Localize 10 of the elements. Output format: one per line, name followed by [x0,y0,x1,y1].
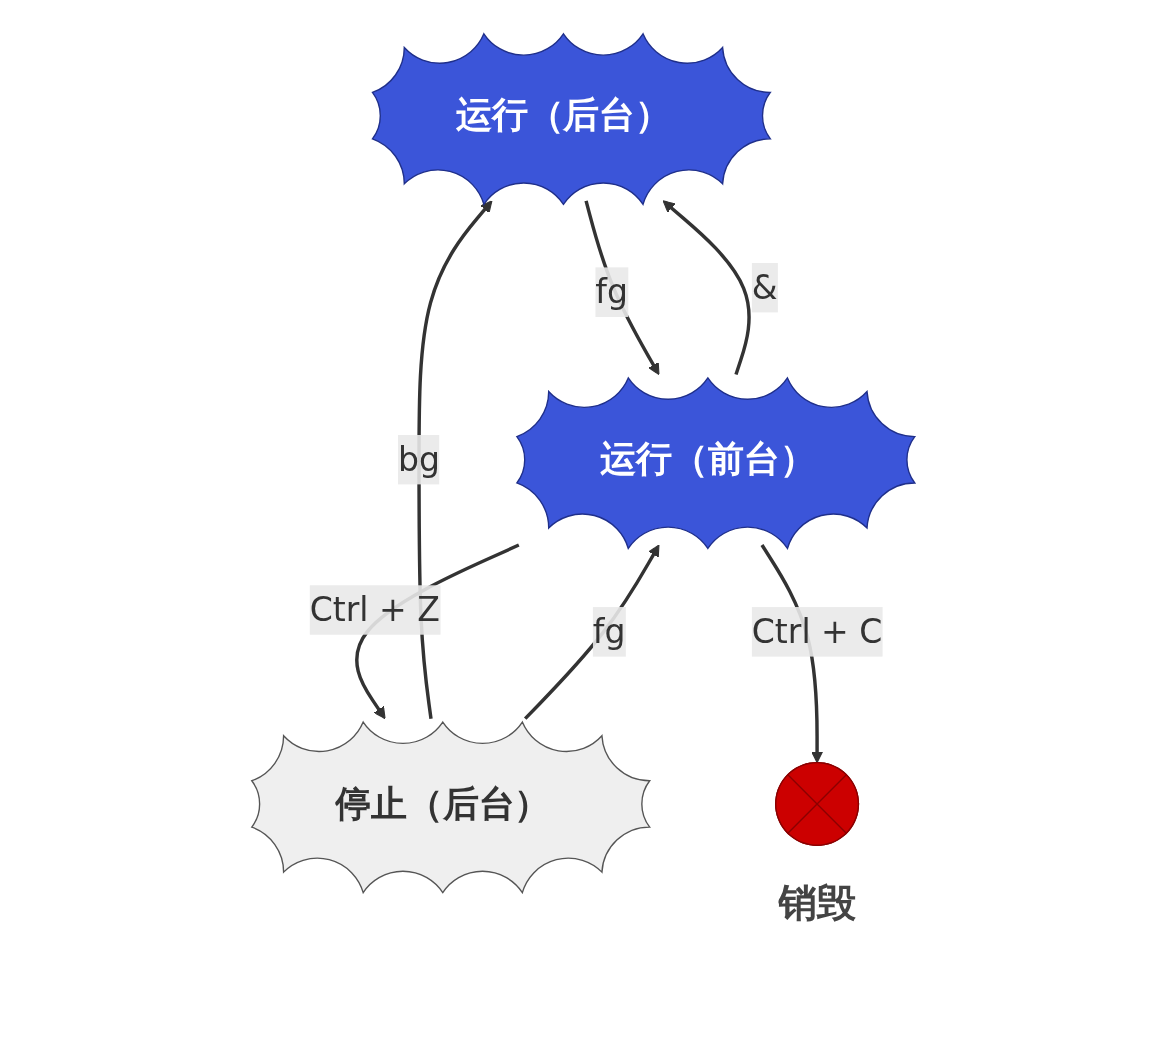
edge-label: Ctrl + Z [309,590,441,630]
arrow [524,544,660,720]
edge-label: & [751,268,778,307]
edge-label: fg [593,612,626,652]
edge-label: fg [595,272,629,312]
node-label: 销毁 [778,879,856,926]
arrow [584,200,660,376]
edge-label: bg [398,440,441,480]
arrow [662,200,751,376]
edge-label: Ctrl + C [751,612,883,652]
